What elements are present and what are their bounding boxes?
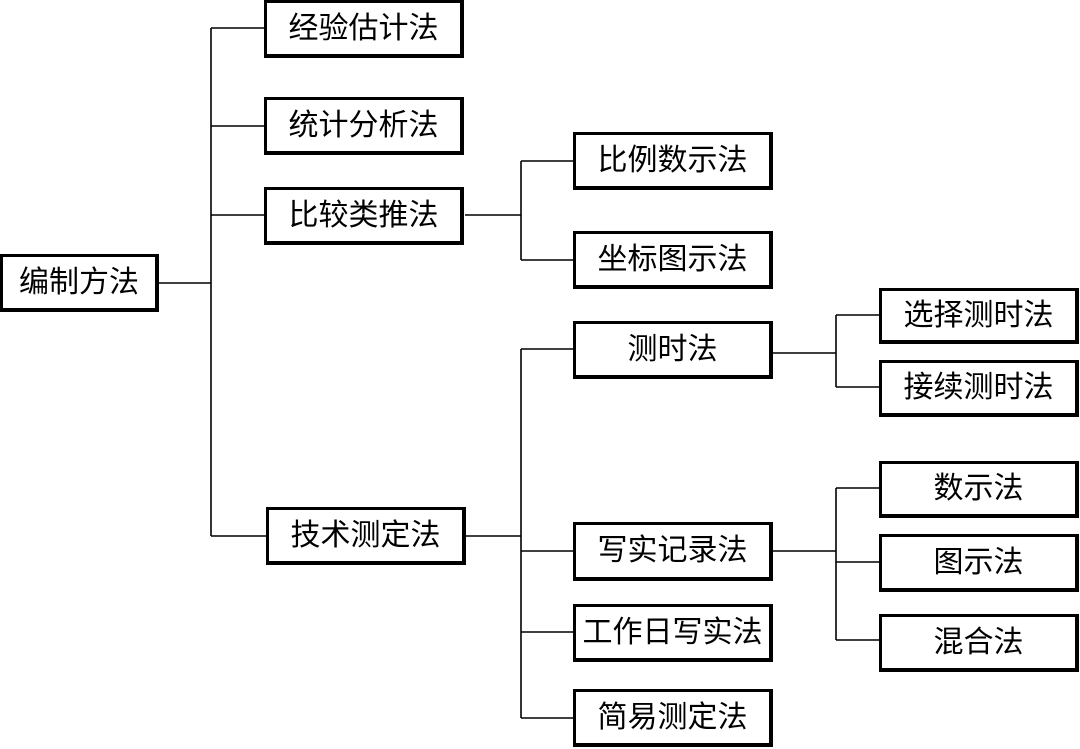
continuous-timing-node: 接续测时法 xyxy=(879,360,1079,417)
ratio-display-node: 比例数示法 xyxy=(573,132,773,190)
statistical-analysis-node: 统计分析法 xyxy=(264,97,464,155)
numeric-display-node: 数示法 xyxy=(879,461,1079,518)
simple-measurement-node: 简易测定法 xyxy=(573,689,773,747)
coordinate-graph-node: 坐标图示法 xyxy=(573,231,773,289)
workday-recording-node: 工作日写实法 xyxy=(573,604,773,662)
graphic-display-node: 图示法 xyxy=(879,534,1079,592)
experience-estimate-node: 经验估计法 xyxy=(264,0,464,58)
root-node: 编制方法 xyxy=(0,254,159,312)
recording-method-node: 写实记录法 xyxy=(573,522,773,581)
selective-timing-node: 选择测时法 xyxy=(879,288,1079,344)
mixed-method-node: 混合法 xyxy=(879,614,1079,672)
timing-method-node: 测时法 xyxy=(573,321,773,379)
technical-measurement-node: 技术测定法 xyxy=(266,507,466,565)
comparison-analogy-node: 比较类推法 xyxy=(264,187,464,245)
